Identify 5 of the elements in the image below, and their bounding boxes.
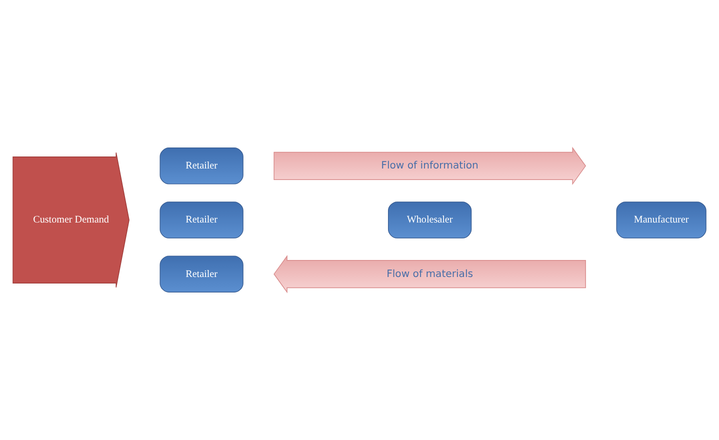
node-box: Retailer — [160, 202, 244, 238]
node-box: Manufacturer — [616, 202, 706, 238]
node-box: Retailer — [160, 256, 244, 292]
node-box: Wholesaler — [388, 202, 472, 238]
node-box: Retailer — [160, 148, 244, 184]
